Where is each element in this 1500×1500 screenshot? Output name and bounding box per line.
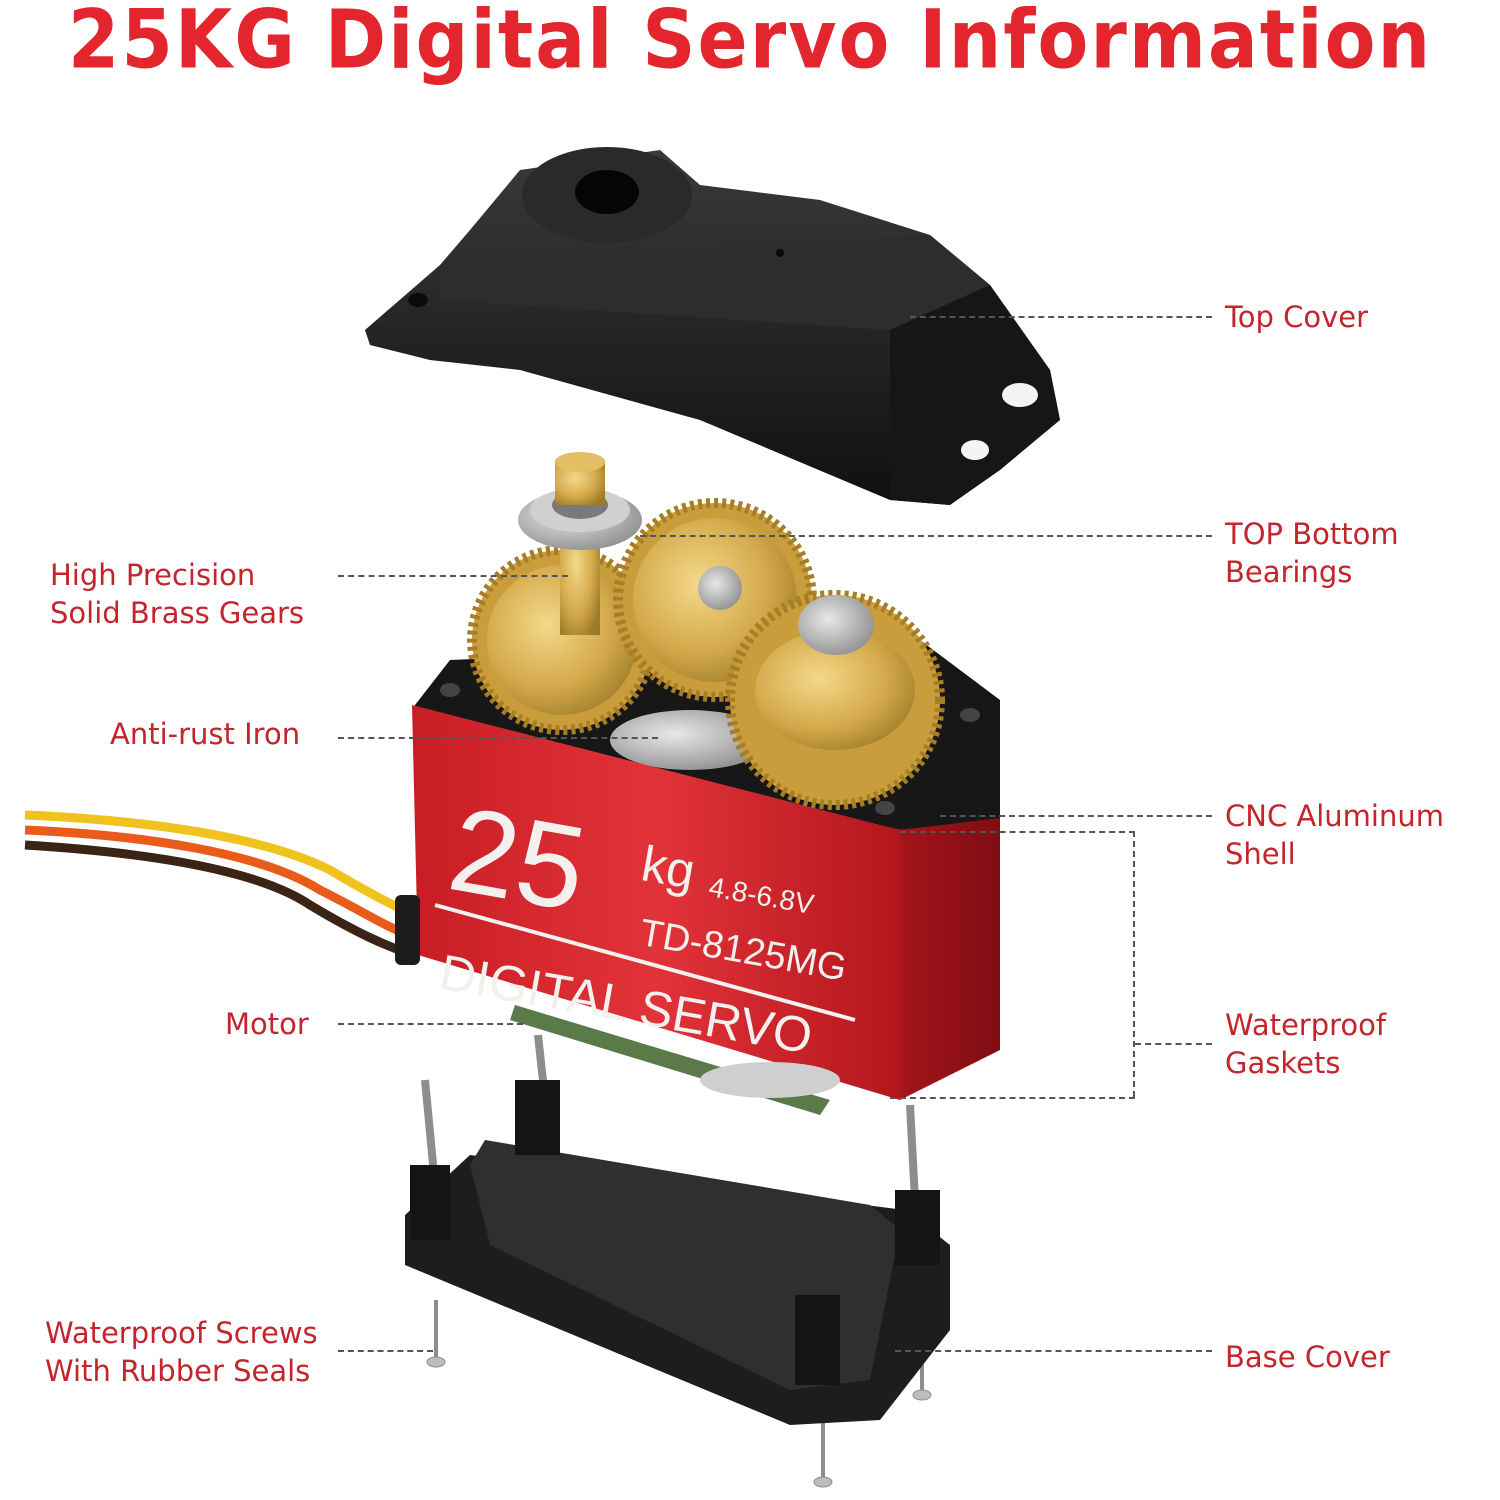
label-gaskets: Waterproof Gaskets — [1225, 1008, 1387, 1080]
label-top-cover: Top Cover — [1225, 300, 1369, 334]
label-motor: Motor — [225, 1007, 309, 1041]
leader-base-cover — [895, 1350, 1212, 1352]
leader-anti-rust-iron — [338, 737, 658, 739]
leader-gasket-bottom — [890, 1097, 1135, 1099]
label-bearings: TOP Bottom Bearings — [1225, 517, 1399, 589]
top-cover-part — [365, 147, 1060, 505]
page-title: 25KG Digital Servo Information — [67, 0, 1433, 88]
label-cnc-shell: CNC Aluminum Shell — [1225, 799, 1445, 871]
servo-cable — [24, 810, 420, 965]
brass-gears — [467, 498, 945, 810]
leader-top-cover — [910, 316, 1212, 318]
label-base-cover: Base Cover — [1225, 1340, 1390, 1374]
bearing — [518, 452, 642, 550]
torque-rating-text: 25 — [440, 782, 595, 937]
leader-screws — [338, 1350, 433, 1352]
label-brass-gears: High Precision Solid Brass Gears — [50, 558, 305, 630]
leader-bearings — [640, 535, 1212, 537]
leader-gasket-top — [900, 831, 1135, 833]
torque-unit-text: kg — [637, 835, 699, 899]
base-cover-part — [405, 1080, 950, 1425]
leader-cnc-shell — [940, 815, 1212, 817]
leader-gasket-vertical — [1133, 831, 1135, 1097]
label-screws: Waterproof Screws With Rubber Seals — [45, 1316, 318, 1388]
leader-motor — [338, 1023, 523, 1025]
label-anti-rust-iron: Anti-rust Iron — [110, 717, 301, 751]
leader-gaskets — [1135, 1043, 1212, 1045]
leader-brass-gears — [338, 575, 568, 577]
